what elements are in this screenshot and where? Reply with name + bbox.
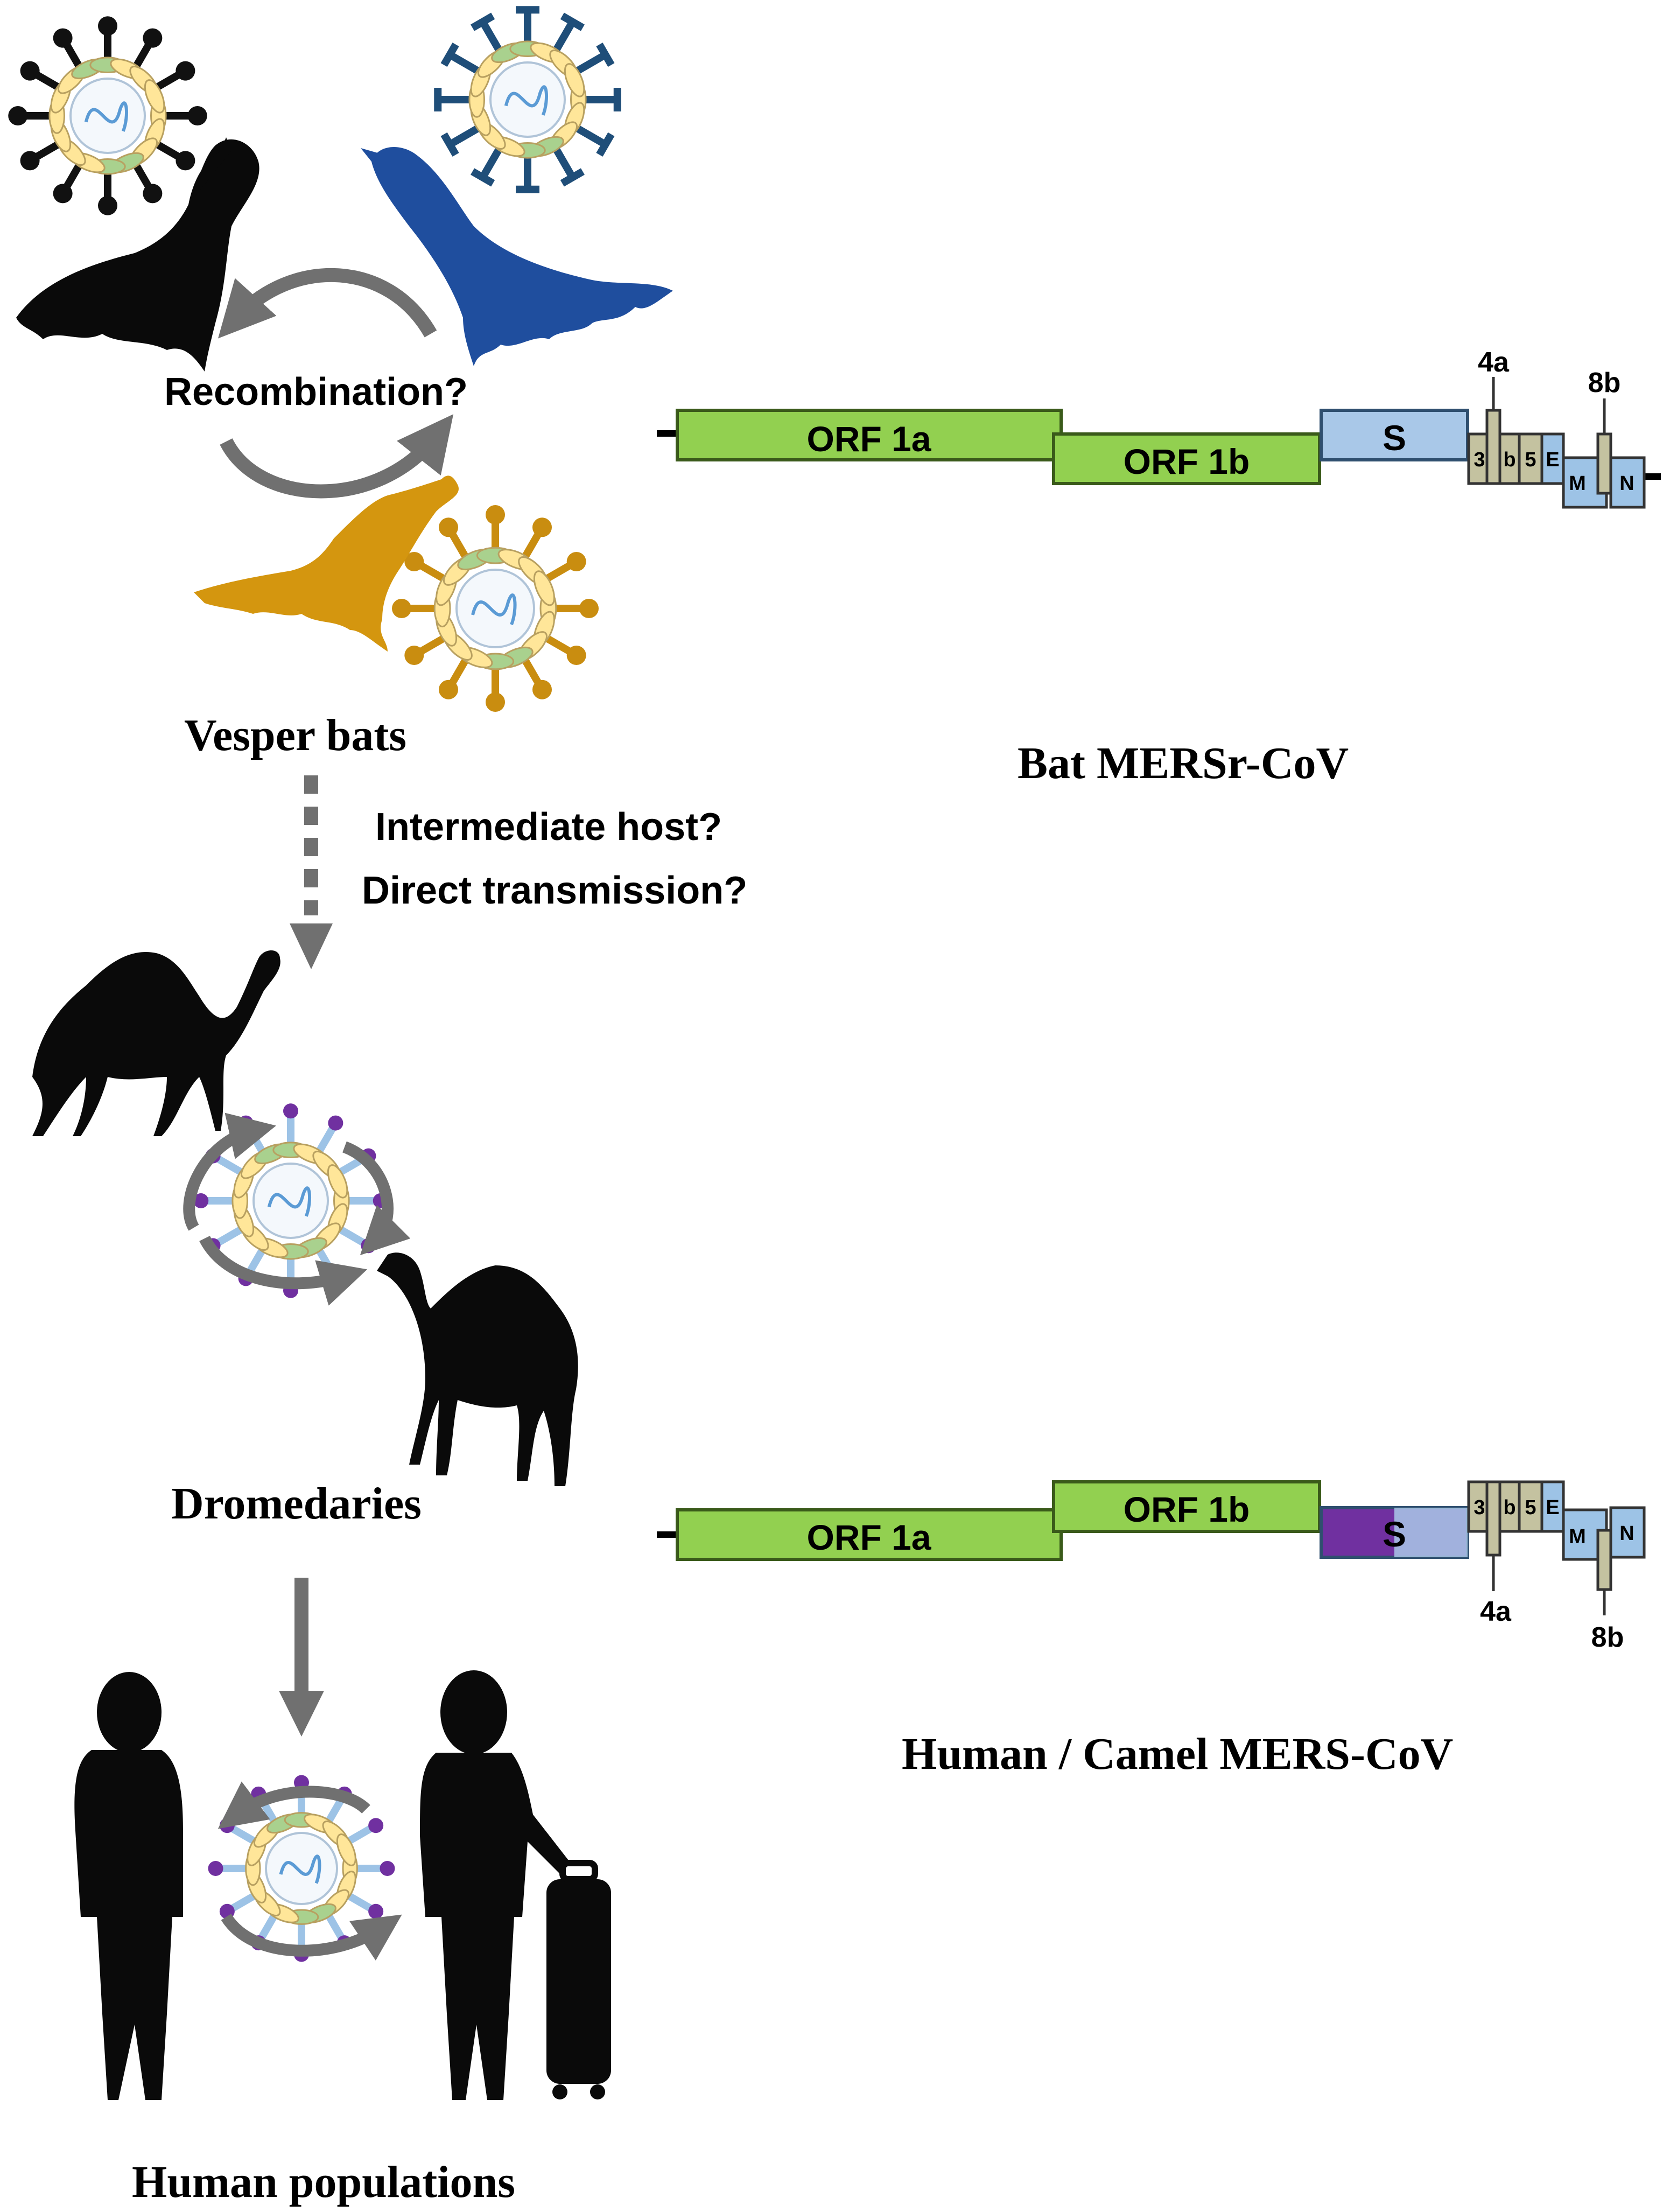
recombination-cycle-arrows [217,268,454,499]
gene-8b [1596,432,1612,495]
gene-5-label: 5 [1525,449,1536,471]
bat-icon [194,475,459,652]
bat-genome-map: ORF 1a ORF 1b S 3 4a b 5 E M 8b N [657,347,1661,509]
gene-s [1320,409,1469,461]
gene-4b-label: b [1503,1496,1515,1519]
gene-orf1b-label: ORF 1b [1124,1489,1250,1529]
virus-icon [392,505,599,712]
gene-5 [1518,432,1543,485]
camel-icon [32,950,280,1136]
gene-4a [1485,409,1501,485]
gene-4a-label: 4a [1480,1596,1512,1627]
bat-genome-title: Bat MERSr-CoV [1018,738,1349,788]
virus-icon [193,1103,388,1298]
person-icon [420,1670,571,2100]
direct-transmission-label: Direct transmission? [362,869,747,912]
recombination-label: Recombination? [164,370,468,414]
gene-8b-label: 8b [1591,1622,1624,1653]
gene-3-label: 3 [1473,449,1485,471]
human-cycle-arrows [217,1781,402,1961]
gene-4b [1498,432,1521,485]
gene-orf1a [676,409,1063,461]
dromedaries-label: Dromedaries [171,1479,422,1529]
virus-icon [8,16,207,215]
gene-8b-label: 8b [1588,367,1621,398]
gene-8b [1596,1529,1612,1591]
dashed-arrow-head [290,923,333,969]
gene-orf1b-label: ORF 1b [1124,442,1250,481]
gene-m-label: M [1569,472,1586,495]
gene-m-label: M [1569,1525,1586,1548]
vesper-bats-label: Vesper bats [184,710,406,760]
gene-n [1609,456,1646,509]
camel-icon [377,1252,578,1486]
gene-4b-label: b [1503,449,1515,471]
gene-e [1540,1480,1565,1533]
gene-s-highlight [1394,1508,1468,1557]
gene-3-label: 3 [1473,1496,1485,1519]
gene-orf1b [1052,1480,1321,1533]
gene-s-label: S [1383,418,1406,458]
intermediate-host-label: Intermediate host? [375,806,722,849]
gene-s-label: S [1383,1514,1406,1554]
suitcase-icon [546,1860,611,2099]
camel-cycle-arrows [183,1112,411,1306]
solid-arrow-head [279,1691,324,1737]
gene-e-label: E [1546,1496,1559,1519]
human-genome-map: ORF 1a ORF 1b S 3 4a b 5 E M 8b N [657,1480,1646,1653]
person-icon [74,1672,183,2100]
gene-4a-label: 4a [1478,347,1510,378]
bat-icon [16,137,259,372]
gene-e-label: E [1546,449,1559,471]
gene-orf1a-label: ORF 1a [806,1517,931,1557]
gene-n [1609,1506,1646,1559]
virus-icon [434,6,621,193]
bat-icon [361,147,673,366]
gene-orf1a [676,1508,1063,1561]
human-genome-title: Human / Camel MERS-CoV [902,1729,1453,1779]
gene-n-label: N [1619,472,1634,495]
gene-5-label: 5 [1525,1496,1536,1519]
gene-orf1a-label: ORF 1a [806,419,931,459]
gene-4a [1485,1480,1501,1557]
gene-n-label: N [1619,1522,1634,1545]
human-populations-label: Human populations [132,2157,515,2207]
